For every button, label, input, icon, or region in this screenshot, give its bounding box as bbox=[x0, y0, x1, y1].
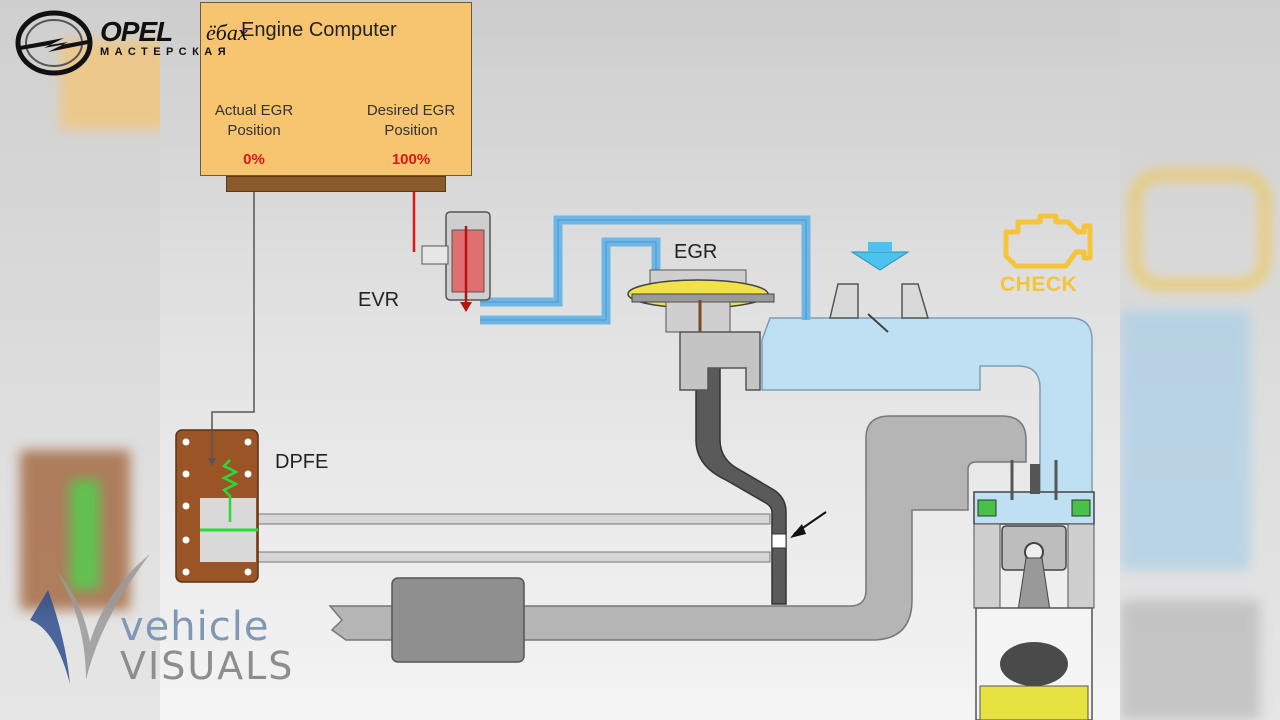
desired-egr-value: 100% bbox=[391, 151, 431, 168]
dpfe-label: DPFE bbox=[275, 451, 329, 473]
blurred-green bbox=[70, 480, 100, 590]
actual-egr-value: 0% bbox=[243, 151, 265, 168]
opel-brand: OPEL bbox=[100, 16, 173, 47]
opel-brand-subtitle: МАСТЕРСКАЯ bbox=[100, 46, 232, 58]
blurred-check bbox=[1130, 170, 1270, 290]
actual-egr-label-line1: Actual EGR bbox=[214, 102, 294, 119]
desired-egr-label-line2: Position bbox=[384, 122, 438, 139]
blurred-engine bbox=[1120, 600, 1260, 720]
watermark-line1: vehicle bbox=[120, 604, 270, 650]
check-label: CHECK bbox=[1000, 273, 1078, 296]
ecu-title: Engine Computer bbox=[241, 19, 397, 41]
airflow-arrow bbox=[850, 251, 910, 271]
opel-logo-icon bbox=[15, 10, 93, 76]
evr-label: EVR bbox=[358, 289, 400, 311]
dpfe-signal-wire bbox=[211, 192, 255, 462]
desired-egr-label-line1: Desired EGR bbox=[366, 102, 456, 119]
left-blur-panel bbox=[0, 0, 160, 720]
watermark-line2: VISUALS bbox=[120, 644, 295, 688]
check-engine-icon bbox=[1003, 213, 1093, 269]
muffler bbox=[391, 577, 525, 663]
dpfe-spring bbox=[221, 459, 239, 522]
right-blur-panel bbox=[1120, 0, 1280, 720]
desired-egr-label: Desired EGR Position bbox=[359, 101, 463, 141]
egr-system-diagram bbox=[175, 192, 1095, 720]
throttle-plate bbox=[867, 313, 889, 333]
engine-computer: Engine Computer Actual EGR Position 0% D… bbox=[200, 2, 472, 176]
egr-passage bbox=[695, 359, 787, 605]
opel-brand-script: ёбах bbox=[206, 20, 248, 45]
vehicle-visuals-logo-icon bbox=[30, 554, 150, 684]
dpfe-hose-upper bbox=[254, 513, 771, 525]
diagram-stage: Engine Computer Actual EGR Position 0% D… bbox=[160, 0, 1120, 720]
intake-manifold bbox=[761, 317, 1093, 501]
blurred-intake bbox=[1120, 310, 1250, 570]
actual-egr-label: Actual EGR Position bbox=[207, 101, 301, 141]
ecu-connector bbox=[226, 176, 446, 192]
vacuum-line-inner bbox=[480, 237, 661, 325]
vacuum-line-outer bbox=[480, 215, 811, 320]
egr-label: EGR bbox=[674, 241, 718, 263]
blurred-ecu bbox=[60, 40, 160, 130]
actual-egr-label-line2: Position bbox=[227, 122, 281, 139]
egr-valve-body bbox=[679, 331, 761, 391]
dpfe-hose-lower bbox=[254, 551, 771, 563]
cylinder-wall bbox=[973, 523, 1001, 609]
throttle-body bbox=[829, 283, 930, 319]
